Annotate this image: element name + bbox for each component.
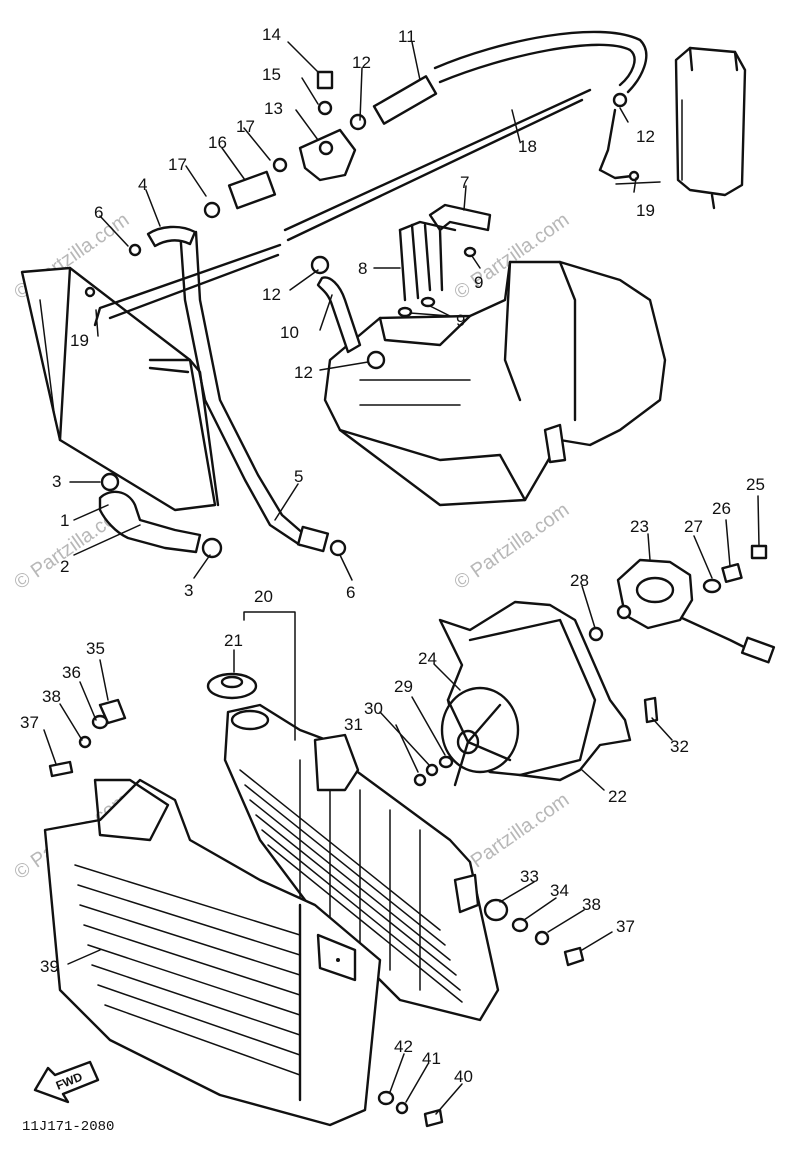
callout: 42 — [394, 1037, 413, 1056]
diagram-code: 11J171-2080 — [22, 1119, 114, 1135]
callout: 32 — [670, 737, 689, 756]
callout: 9 — [456, 311, 465, 330]
callout-labels: 1 2 3 3 4 5 6 6 7 8 9 9 10 11 12 12 12 1… — [20, 25, 765, 1086]
callout: 30 — [364, 699, 383, 718]
callout: 4 — [138, 175, 147, 194]
reservoir-tank — [674, 46, 747, 210]
callout: 19 — [70, 331, 89, 350]
fasteners — [48, 544, 768, 1128]
callout: 12 — [262, 285, 281, 304]
callout: 12 — [636, 127, 655, 146]
callout: 5 — [294, 467, 303, 486]
callout: 25 — [746, 475, 765, 494]
hose-11 — [372, 30, 648, 125]
callout: 35 — [86, 639, 105, 658]
leader-lines — [43, 41, 760, 1115]
fwd-arrow-icon: FWD — [33, 1060, 100, 1104]
callout: 34 — [550, 881, 569, 900]
callout: 20 — [254, 587, 273, 606]
callout: 16 — [208, 133, 227, 152]
callout: 12 — [352, 53, 371, 72]
callout: 37 — [616, 917, 635, 936]
callout: 38 — [582, 895, 601, 914]
callout: 17 — [236, 117, 255, 136]
callout: 13 — [264, 99, 283, 118]
callout: 40 — [454, 1067, 473, 1086]
callout: 2 — [60, 557, 69, 576]
callout: 24 — [418, 649, 437, 668]
engine-block — [323, 260, 667, 507]
callout: 3 — [52, 472, 61, 491]
o-rings-9 — [397, 246, 477, 318]
callout: 14 — [262, 25, 281, 44]
fan-motor-23 — [616, 558, 776, 664]
callout: 1 — [60, 511, 69, 530]
pipe-8 — [398, 220, 457, 302]
callout: 12 — [294, 363, 313, 382]
callout: 41 — [422, 1049, 441, 1068]
callout: 19 — [636, 201, 655, 220]
callout: 38 — [42, 687, 61, 706]
callout: 15 — [262, 65, 281, 84]
callout: 28 — [570, 571, 589, 590]
radiator-cap-21 — [206, 672, 258, 700]
radiator-cover-39 — [43, 778, 382, 1127]
callout: 39 — [40, 957, 59, 976]
callout: 6 — [94, 203, 103, 222]
callout: 33 — [520, 867, 539, 886]
callout: 23 — [630, 517, 649, 536]
callout: 8 — [358, 259, 367, 278]
callout: 18 — [518, 137, 537, 156]
callout: 31 — [344, 715, 363, 734]
callout: 37 — [20, 713, 39, 732]
fitting-13 — [203, 70, 367, 219]
callout: 22 — [608, 787, 627, 806]
clamps — [84, 92, 640, 557]
callout: 6 — [346, 583, 355, 602]
callout: 11 — [398, 27, 416, 46]
callout: 3 — [184, 581, 193, 600]
callout: 10 — [280, 323, 299, 342]
hose-4 — [146, 225, 197, 248]
hose-5 — [178, 228, 330, 553]
callout: 21 — [224, 631, 243, 650]
callout: 27 — [684, 517, 703, 536]
fan-24 — [440, 686, 520, 787]
callout: 29 — [394, 677, 413, 696]
callout: 26 — [712, 499, 731, 518]
watermark: © Partzilla.com — [450, 499, 573, 594]
radiator-20 — [223, 703, 500, 1022]
hose-1-2 — [98, 472, 223, 559]
hose-10 — [310, 255, 386, 370]
callout: 17 — [168, 155, 187, 174]
callout: 36 — [62, 663, 81, 682]
callout: 9 — [474, 273, 483, 292]
pipe-7 — [423, 203, 492, 292]
callout: 7 — [460, 173, 469, 192]
